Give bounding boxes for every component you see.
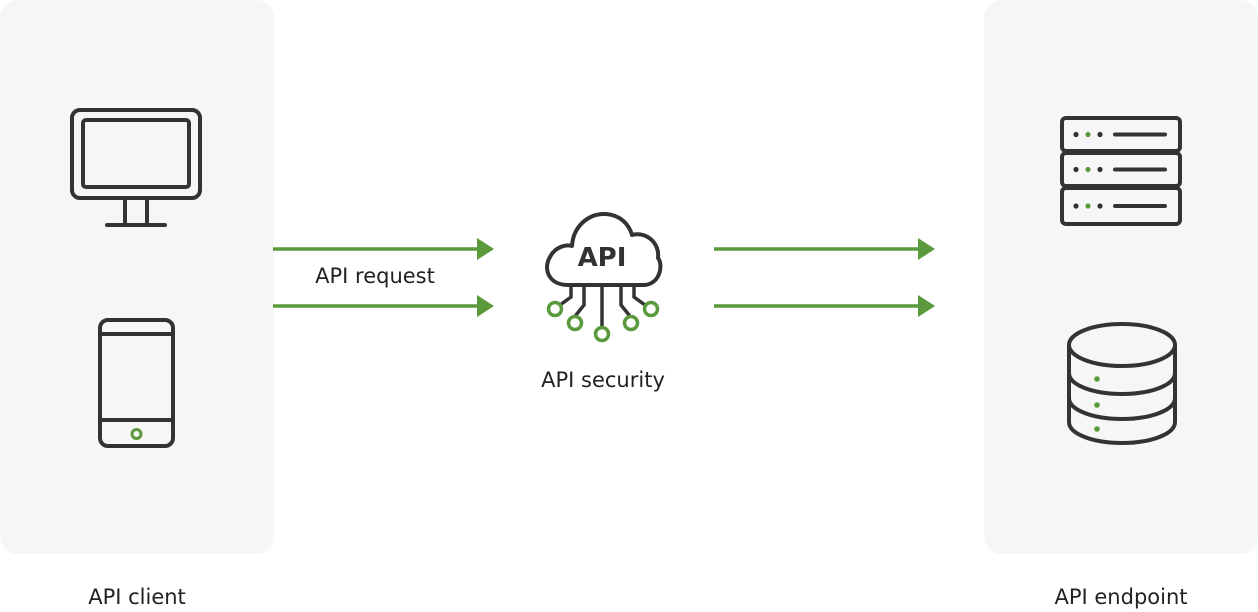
- monitor-icon: [70, 108, 202, 227]
- api-cloud-text: API: [578, 243, 627, 273]
- api-request-label: API request: [315, 264, 435, 288]
- database-icon: [1067, 322, 1177, 446]
- request-arrow-bottom: [273, 295, 494, 317]
- endpoint-arrow-top: [714, 238, 935, 260]
- request-arrow-top: [273, 238, 494, 260]
- api-endpoint-panel: [984, 0, 1258, 554]
- endpoint-arrow-bottom: [714, 295, 935, 317]
- api-client-label: API client: [88, 585, 186, 609]
- server-rack-icon: [1060, 116, 1182, 226]
- api-cloud-icon: API: [545, 211, 663, 343]
- smartphone-icon: [98, 318, 175, 448]
- api-endpoint-label: API endpoint: [1054, 585, 1188, 609]
- api-client-panel: [0, 0, 274, 554]
- api-security-label: API security: [541, 368, 665, 392]
